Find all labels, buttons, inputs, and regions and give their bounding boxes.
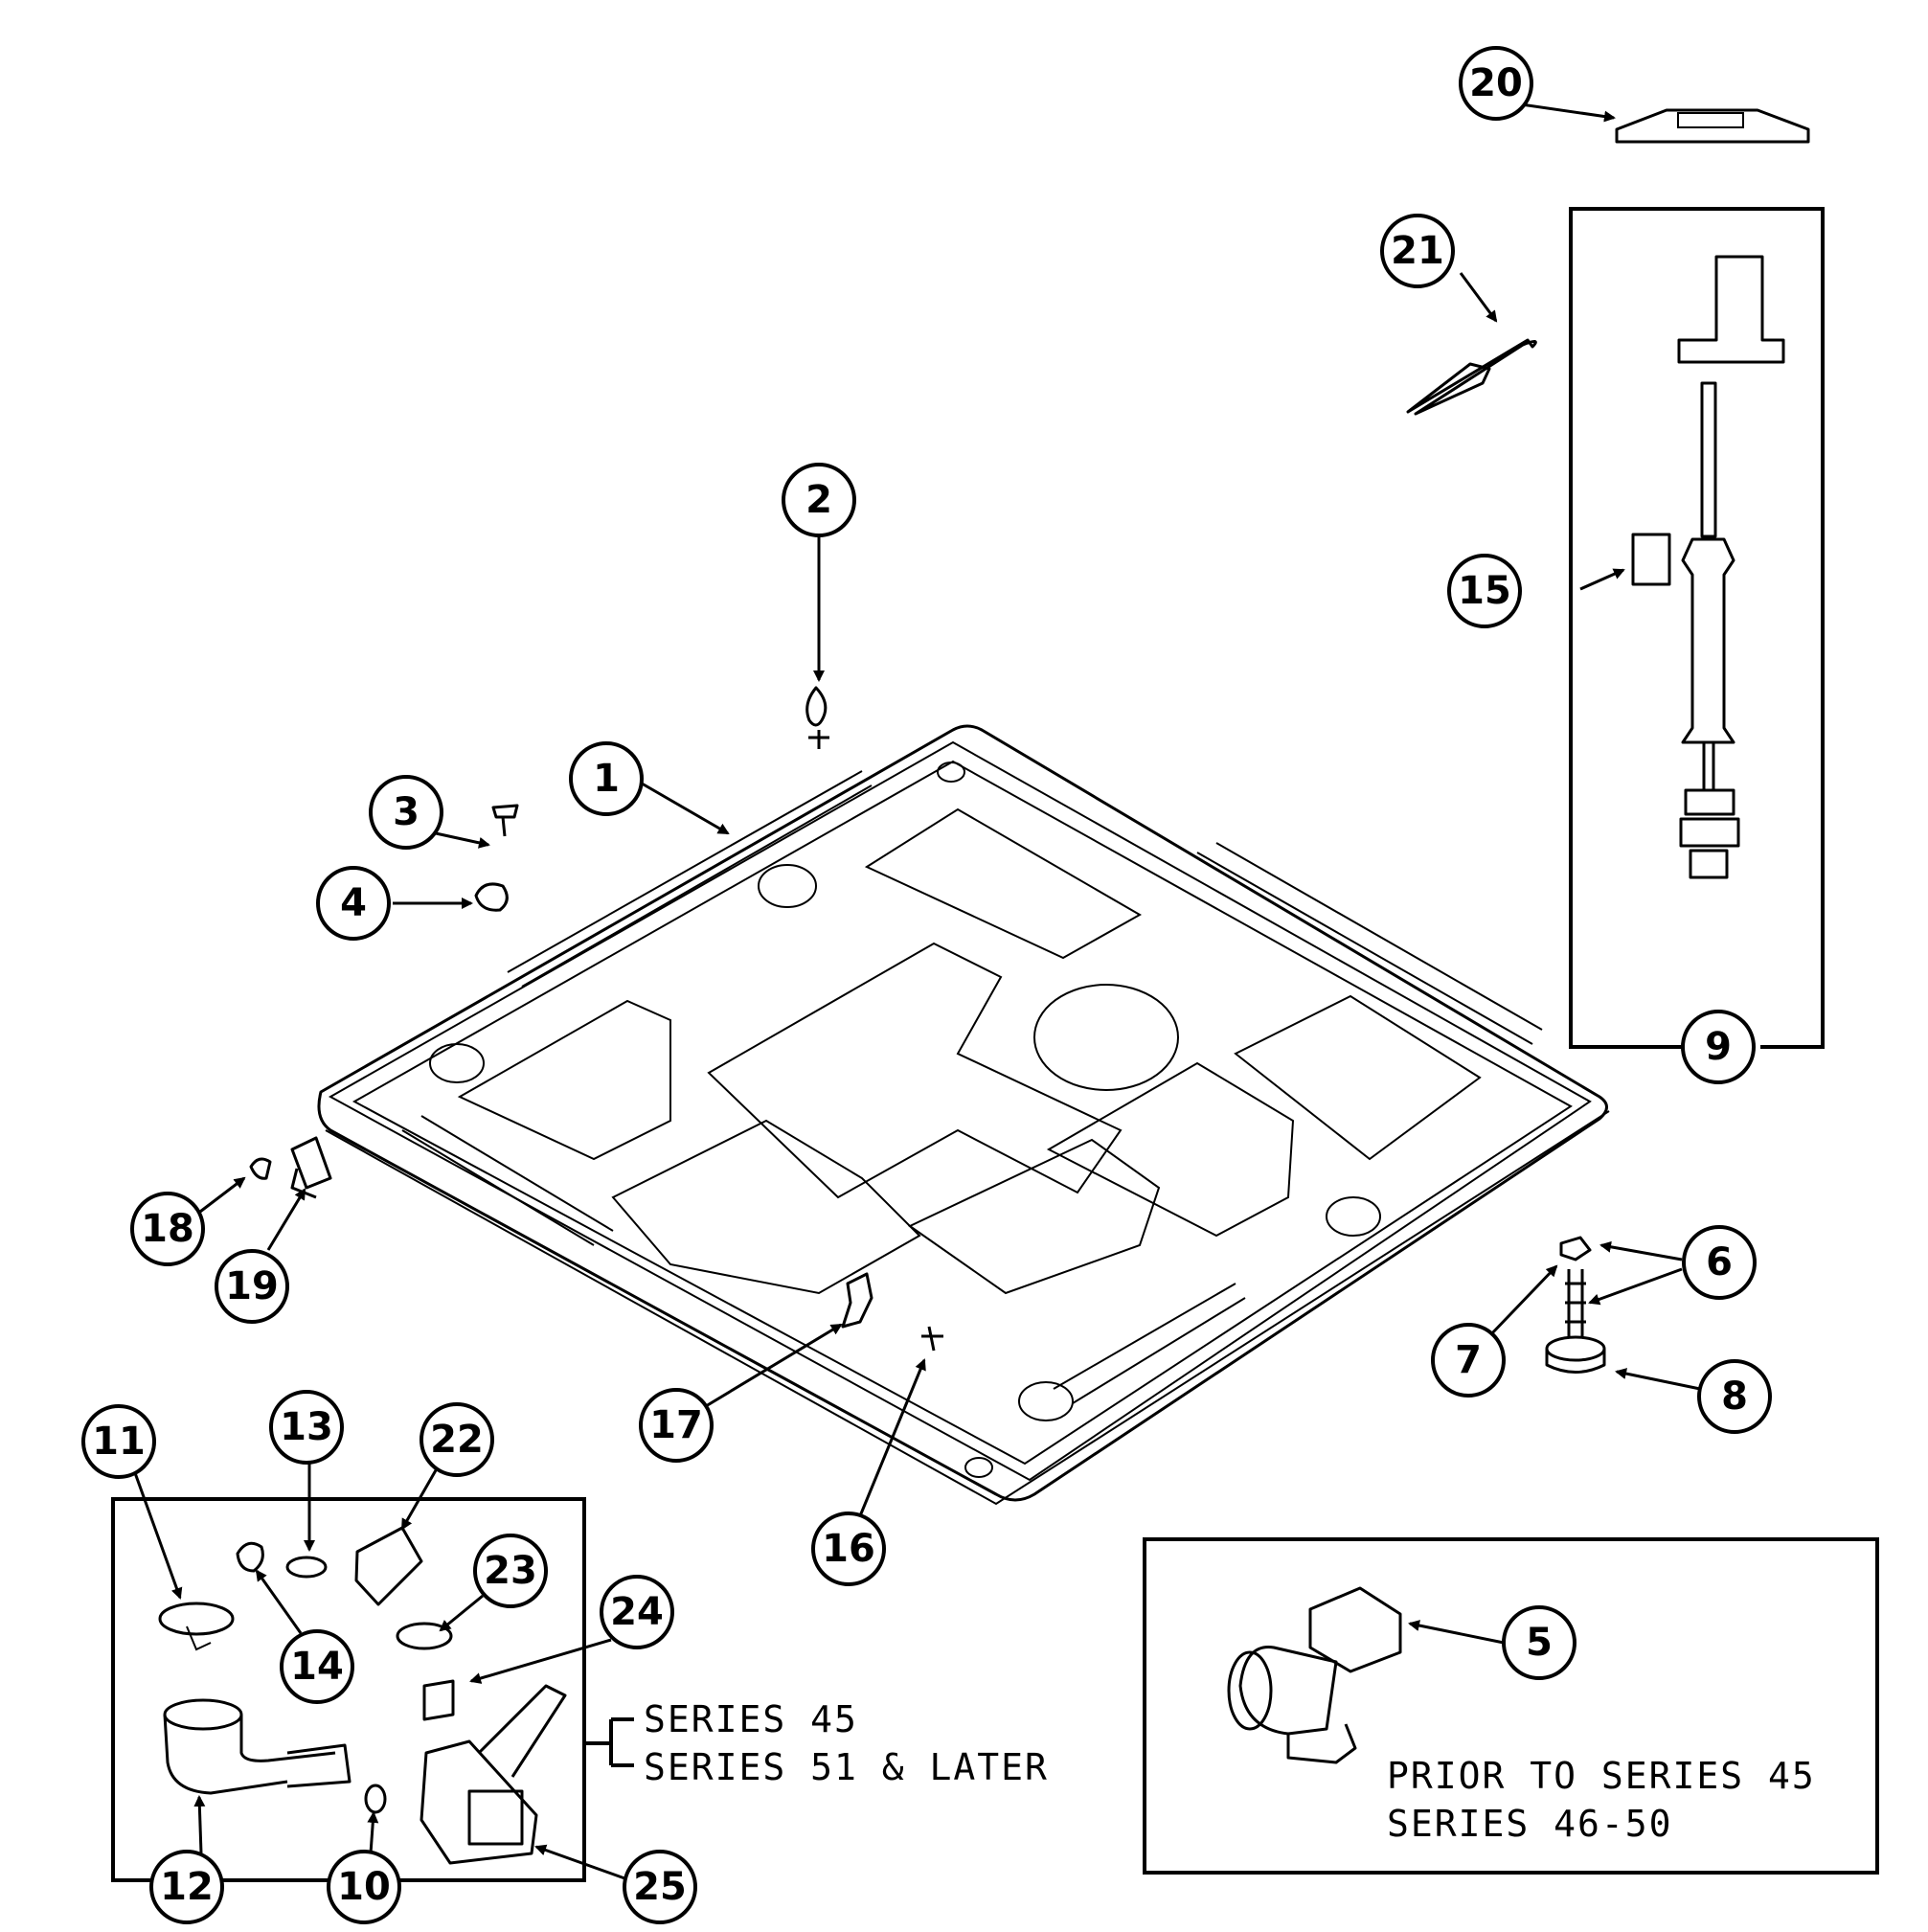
svg-text:14: 14 [290, 1645, 344, 1689]
callout-13: 13 [269, 1390, 344, 1465]
svg-text:12: 12 [160, 1865, 214, 1909]
svg-text:13: 13 [280, 1405, 333, 1449]
svg-text:21: 21 [1391, 229, 1444, 273]
callout-17: 17 [639, 1388, 714, 1463]
bracket-part-19 [290, 1136, 332, 1199]
clip-part-4 [474, 882, 509, 912]
svg-text:20: 20 [1469, 61, 1523, 105]
spring-part-21 [1406, 338, 1537, 416]
svg-text:15: 15 [1458, 569, 1511, 613]
svg-text:3: 3 [393, 790, 420, 834]
series-45-label: SERIES 45 [644, 1698, 858, 1740]
callout-5: 5 [1502, 1605, 1576, 1680]
svg-text:25: 25 [633, 1865, 687, 1909]
callout-6: 6 [1682, 1225, 1757, 1300]
bolt-part-18 [249, 1157, 272, 1180]
callout-12: 12 [149, 1850, 224, 1924]
callout-16: 16 [811, 1512, 886, 1586]
callout-19: 19 [215, 1249, 289, 1324]
callout-3: 3 [369, 775, 443, 850]
svg-text:22: 22 [430, 1418, 484, 1462]
screw-part-3 [491, 804, 519, 837]
svg-text:24: 24 [610, 1590, 664, 1634]
callout-20: 20 [1459, 46, 1533, 121]
callout-15: 15 [1447, 554, 1522, 628]
svg-text:11: 11 [92, 1420, 146, 1464]
callout-8: 8 [1697, 1359, 1772, 1434]
svg-text:23: 23 [484, 1549, 537, 1593]
svg-text:5: 5 [1526, 1621, 1553, 1665]
svg-text:1: 1 [593, 757, 620, 801]
callout-24: 24 [600, 1575, 674, 1649]
leader-lines [132, 97, 1701, 1881]
callout-4: 4 [316, 866, 391, 941]
prior-to-series-45-label: PRIOR TO SERIES 45 [1387, 1755, 1816, 1797]
callout-14: 14 [280, 1629, 354, 1704]
svg-text:2: 2 [805, 478, 832, 522]
callout-22: 22 [420, 1402, 494, 1477]
svg-text:4: 4 [340, 881, 367, 925]
callout-23: 23 [473, 1534, 548, 1608]
svg-text:8: 8 [1721, 1375, 1748, 1419]
callout-7: 7 [1431, 1323, 1506, 1398]
svg-text:19: 19 [225, 1264, 279, 1308]
callout-10: 10 [327, 1850, 401, 1924]
callout-1: 1 [569, 741, 644, 816]
svg-text:6: 6 [1706, 1240, 1733, 1284]
foot-pad-part-20 [1615, 108, 1810, 144]
leveling-leg-parts [1545, 1236, 1606, 1374]
svg-text:10: 10 [337, 1865, 391, 1909]
svg-text:17: 17 [649, 1403, 703, 1447]
shock-assembly-box [1569, 207, 1825, 1049]
callout-21: 21 [1380, 214, 1455, 288]
svg-text:16: 16 [822, 1527, 875, 1571]
svg-text:18: 18 [141, 1207, 194, 1251]
svg-text:7: 7 [1455, 1338, 1482, 1382]
clip-part-17 [841, 1272, 873, 1329]
svg-text:9: 9 [1705, 1025, 1732, 1069]
series-46-50-label: SERIES 46-50 [1387, 1803, 1673, 1845]
callout-11: 11 [81, 1404, 156, 1479]
prior-pump-box [1143, 1537, 1879, 1875]
series-51-later-label: SERIES 51 & LATER [644, 1746, 1049, 1788]
callout-2: 2 [782, 463, 856, 537]
callout-25: 25 [623, 1850, 697, 1924]
callout-9: 9 [1681, 1010, 1756, 1084]
pin-part-16 [921, 1326, 943, 1352]
base-plate [317, 724, 1610, 1506]
callout-18: 18 [130, 1192, 205, 1266]
wire-clip-part-2 [805, 686, 829, 749]
